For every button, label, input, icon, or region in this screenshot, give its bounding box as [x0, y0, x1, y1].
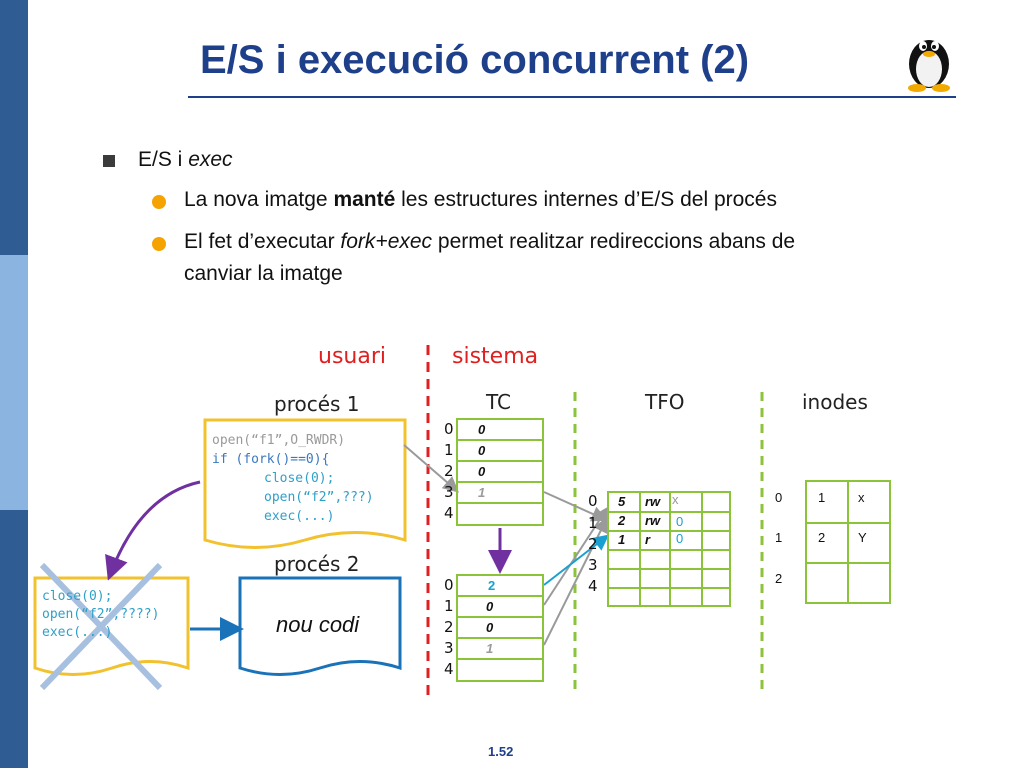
- page-number: 1.52: [488, 744, 514, 759]
- sub-bullet-1-bold: manté: [333, 188, 396, 211]
- pointer-arrow: [403, 444, 460, 493]
- proces1-code-document: [203, 418, 407, 549]
- square-bullet-icon: [103, 155, 115, 167]
- new-entry-arrow: [543, 534, 610, 586]
- sub-bullet-2-a: El fet d’executar: [184, 230, 341, 253]
- sub-bullet-1: La nova imatge manté les estructures int…: [184, 188, 777, 212]
- inode-cell: Y: [858, 530, 867, 545]
- tfo-table: [607, 491, 731, 607]
- tc1-value: 0: [478, 443, 486, 458]
- tfo-index: 1: [588, 514, 598, 532]
- sidebar-band-top: [0, 0, 28, 255]
- bullet-main-em: exec: [188, 148, 233, 171]
- code2-line1: close(0);: [42, 589, 113, 604]
- inodes-label: inodes: [802, 390, 868, 414]
- sub-bullet-1-b: les estructures internes d’E/S del procé…: [395, 188, 777, 211]
- code1-line1: open(“f1”,O_RWDR): [212, 433, 346, 448]
- code1-line3: close(0);: [264, 471, 335, 486]
- tc2-value: 1: [486, 641, 494, 656]
- inode-index: 1: [775, 530, 783, 545]
- tc2-value: 0: [486, 599, 494, 614]
- sub-bullet-1-a: La nova imatge: [184, 188, 334, 211]
- code2-line2: open(“f2”,????): [42, 607, 160, 622]
- tfo-mode: r: [645, 532, 651, 547]
- bullet-main: E/S i exec: [138, 148, 233, 172]
- tc2-index: 4: [444, 660, 454, 678]
- tc2-index: 0: [444, 576, 454, 594]
- sidebar-band-middle: [0, 255, 28, 510]
- tfo-mode: rw: [645, 513, 661, 528]
- code1-line5: exec(...): [264, 509, 335, 524]
- tc2-index: 3: [444, 639, 454, 657]
- tfo-offset: x: [672, 492, 679, 507]
- proces1-label: procés 1: [274, 392, 360, 416]
- sub-bullet-2-b: permet realitzar redireccions abans de: [432, 230, 796, 253]
- tc-table-1: [456, 418, 544, 526]
- title-underline: [188, 96, 956, 98]
- nou-codi-document: [238, 576, 402, 676]
- tc-label: TC: [486, 390, 512, 414]
- tfo-refs: 5: [618, 494, 626, 509]
- tc1-index: 0: [444, 420, 454, 438]
- tc2-index: 2: [444, 618, 454, 636]
- tc-table-2: [456, 574, 544, 682]
- inode-index: 0: [775, 490, 783, 505]
- tfo-label: TFO: [645, 390, 685, 414]
- nou-codi-label: nou codi: [276, 612, 360, 637]
- round-bullet-icon: [152, 237, 166, 251]
- tfo-index: 3: [588, 556, 598, 574]
- sub-bullet-2: El fet d’executar fork+exec permet reali…: [184, 230, 795, 254]
- tc1-index: 4: [444, 504, 454, 522]
- tc1-index: 2: [444, 462, 454, 480]
- sidebar-band-bottom: [0, 510, 28, 768]
- tfo-index: 4: [588, 577, 598, 595]
- tfo-mode: rw: [645, 494, 661, 509]
- inode-index: 2: [775, 571, 783, 586]
- tc1-value: 1: [478, 485, 486, 500]
- tc1-index: 3: [444, 483, 454, 501]
- code1-line4: open(“f2”,???): [264, 490, 374, 505]
- tfo-refs: 1: [618, 532, 626, 547]
- slide-title: E/S i execució concurrent (2): [200, 38, 750, 82]
- tfo-offset: 0: [676, 531, 684, 546]
- inode-cell: 2: [818, 530, 826, 545]
- inodes-table: [805, 480, 891, 604]
- inode-cell: x: [858, 490, 865, 505]
- code2-line3: exec(...): [42, 625, 113, 640]
- inode-cell: 1: [818, 490, 826, 505]
- tfo-offset: 0: [676, 514, 684, 529]
- cross-line: [39, 562, 163, 691]
- tc1-value: 0: [478, 464, 486, 479]
- round-bullet-icon: [152, 195, 166, 209]
- tfo-index: 2: [588, 535, 598, 553]
- code1-line2: if (fork()==0){: [212, 452, 330, 467]
- usuari-label: usuari: [318, 344, 386, 369]
- tux-penguin-logo: [908, 40, 950, 92]
- tc2-value: 0: [486, 620, 494, 635]
- tc1-index: 1: [444, 441, 454, 459]
- tc2-index: 1: [444, 597, 454, 615]
- sistema-label: sistema: [452, 344, 539, 369]
- sub-bullet-2-cont: canviar la imatge: [184, 262, 343, 285]
- proces2-label: procés 2: [274, 552, 360, 576]
- tc2-value: 2: [488, 578, 496, 593]
- fork-arrow: [105, 480, 201, 581]
- sub-bullet-2-em: fork+exec: [340, 230, 433, 253]
- tc1-value: 0: [478, 422, 486, 437]
- bullet-main-prefix: E/S i: [138, 148, 189, 171]
- tfo-index: 0: [588, 492, 598, 510]
- tfo-refs: 2: [618, 513, 626, 528]
